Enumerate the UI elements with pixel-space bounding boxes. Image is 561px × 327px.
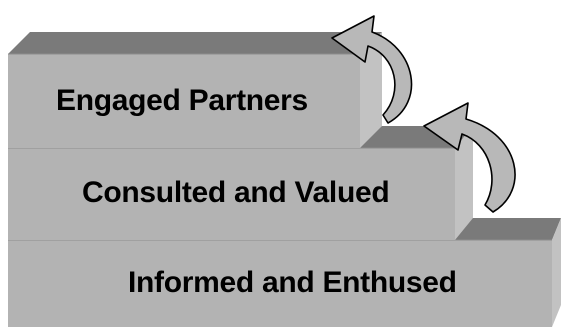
curved-up-arrow-icon — [423, 102, 516, 213]
step-front-face — [8, 148, 455, 240]
curved-up-arrow-icon — [331, 15, 413, 124]
step-label: Informed and Enthused — [128, 266, 457, 299]
step-label: Consulted and Valued — [82, 176, 389, 209]
step-front-face — [8, 54, 360, 148]
step-side-face — [552, 218, 561, 327]
step-side-face — [455, 126, 473, 240]
step-engaged-partners: Engaged Partners — [8, 32, 382, 148]
step-label: Engaged Partners — [56, 84, 308, 117]
step-front-face — [8, 240, 552, 327]
step-top-face — [8, 32, 382, 54]
